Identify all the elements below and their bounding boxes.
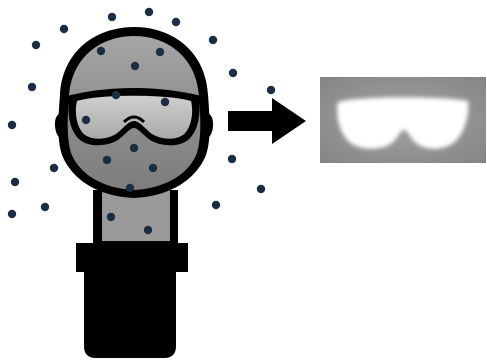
mannequin-head-icon bbox=[55, 27, 213, 358]
aerosol-droplet-icon bbox=[156, 48, 164, 56]
aerosol-droplet-icon bbox=[145, 8, 153, 16]
aerosol-droplet-icon bbox=[267, 86, 275, 94]
aerosol-droplet-icon bbox=[229, 69, 237, 77]
aerosol-droplet-icon bbox=[103, 156, 111, 164]
aerosol-droplet-icon bbox=[82, 116, 90, 124]
right-arrow-icon bbox=[228, 98, 306, 144]
aerosol-droplet-icon bbox=[41, 203, 49, 211]
aerosol-droplet-icon bbox=[112, 91, 120, 99]
aerosol-droplet-icon bbox=[97, 47, 105, 55]
aerosol-droplet-icon bbox=[50, 164, 58, 172]
aerosol-droplet-icon bbox=[11, 178, 19, 186]
mannequin-base bbox=[76, 243, 188, 358]
aerosol-droplet-icon bbox=[257, 185, 265, 193]
aerosol-droplet-icon bbox=[131, 62, 139, 70]
aerosol-droplet-icon bbox=[8, 210, 16, 218]
aerosol-droplet-icon bbox=[172, 18, 180, 26]
goggle-mask-result-image bbox=[320, 77, 486, 163]
aerosol-droplet-icon bbox=[107, 213, 115, 221]
aerosol-droplet-icon bbox=[108, 13, 116, 21]
aerosol-droplet-icon bbox=[60, 25, 68, 33]
aerosol-droplet-icon bbox=[209, 36, 217, 44]
aerosol-droplet-icon bbox=[149, 164, 157, 172]
aerosol-droplet-icon bbox=[212, 201, 220, 209]
aerosol-droplet-icon bbox=[228, 155, 236, 163]
aerosol-droplet-icon bbox=[126, 184, 134, 192]
aerosol-droplet-icon bbox=[130, 144, 138, 152]
aerosol-droplet-icon bbox=[161, 98, 169, 106]
aerosol-droplet-icon bbox=[32, 41, 40, 49]
aerosol-droplet-icon bbox=[144, 226, 152, 234]
aerosol-droplet-icon bbox=[28, 83, 36, 91]
aerosol-droplet-icon bbox=[8, 121, 16, 129]
mannequin-neck bbox=[93, 190, 178, 247]
